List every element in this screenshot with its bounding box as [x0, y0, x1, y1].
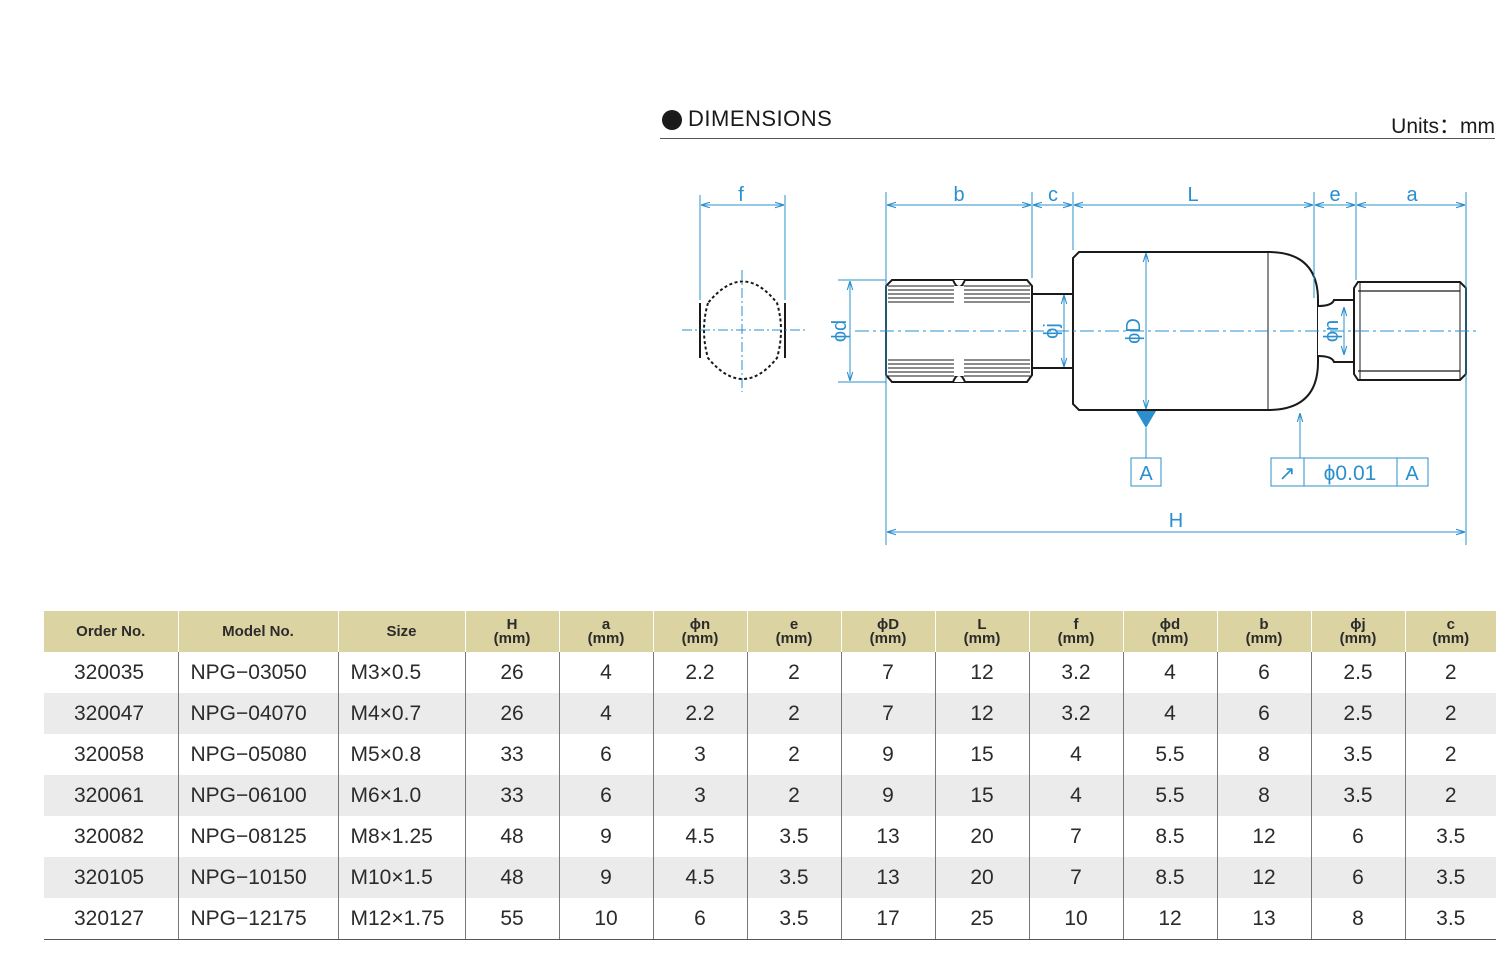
units-label: Units：mm [1391, 115, 1495, 138]
dimension-lines [838, 192, 1467, 545]
col-size: Size [338, 611, 466, 652]
dim-label-phi-n: ϕn [1321, 320, 1343, 342]
dim-label-L: L [1187, 184, 1198, 206]
col-phi-D: ϕD(mm) [841, 611, 936, 652]
col-phi-d: ϕd(mm) [1123, 611, 1218, 652]
bullet-icon [662, 110, 682, 130]
col-order-no: Order No. [44, 611, 179, 652]
end-view: f [682, 184, 805, 392]
col-phi-j: ϕj(mm) [1311, 611, 1406, 652]
dim-label-a: a [1406, 184, 1418, 206]
header-row: Order No. Model No. Size H(mm) a(mm) ϕn(… [44, 611, 1496, 652]
dim-label-f: f [738, 184, 744, 206]
dim-label-phi-d: ϕd [829, 320, 851, 342]
col-model-no: Model No. [178, 611, 339, 652]
col-L: L(mm) [935, 611, 1030, 652]
table-header: Order No. Model No. Size H(mm) a(mm) ϕn(… [44, 611, 1496, 652]
col-phi-n: ϕn(mm) [653, 611, 748, 652]
runout-symbol: ↗ [1279, 463, 1296, 485]
dim-label-H: H [1169, 510, 1183, 532]
dimension-labels: b c L e a H ϕd ϕj ϕD ϕn A ↗ ϕ0.01 A [829, 184, 1419, 532]
dim-label-b: b [953, 184, 964, 206]
dim-label-c: c [1048, 184, 1058, 206]
col-c: c(mm) [1405, 611, 1496, 652]
datum-label: A [1139, 463, 1153, 485]
dim-label-e: e [1329, 184, 1340, 206]
datum-triangle-icon [1136, 411, 1156, 428]
col-e: e(mm) [747, 611, 842, 652]
tolerance-datum: A [1405, 463, 1419, 485]
spec-table: Order No. Model No. Size H(mm) a(mm) ϕn(… [44, 611, 1496, 940]
col-H: H(mm) [465, 611, 560, 652]
dim-label-phi-j: ϕj [1041, 323, 1063, 339]
col-b: b(mm) [1217, 611, 1312, 652]
dim-label-phi-D: ϕD [1123, 318, 1145, 344]
dimensions-header: DIMENSIONS Units：mm [660, 104, 1495, 139]
tolerance-value: ϕ0.01 [1324, 462, 1377, 485]
section-title: DIMENSIONS [688, 106, 833, 131]
dimension-drawing: f [682, 184, 1480, 545]
col-a: a(mm) [559, 611, 654, 652]
side-view [855, 251, 1480, 411]
col-f: f(mm) [1029, 611, 1124, 652]
